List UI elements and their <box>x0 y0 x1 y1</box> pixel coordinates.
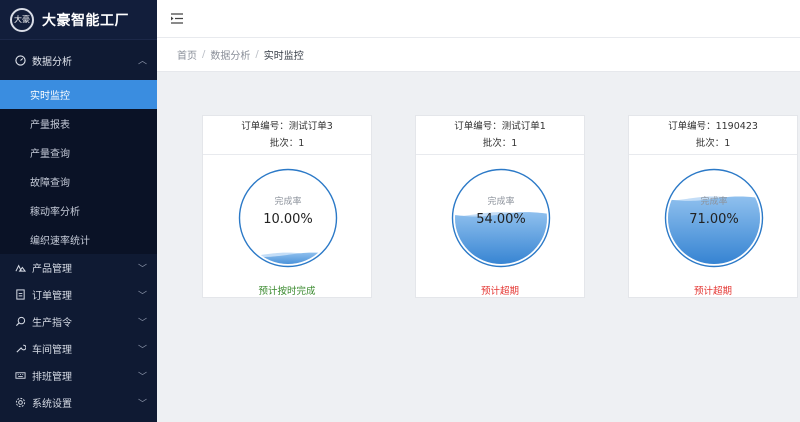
sidebar-group-label: 数据分析 <box>32 56 72 68</box>
gauge-label: 完成率 <box>700 195 727 207</box>
sidebar-group-label: 系统设置 <box>32 399 72 410</box>
breadcrumb: 首页 / 数据分析 / 实时监控 <box>157 38 800 72</box>
search-icon <box>14 316 26 328</box>
completion-gauge: 完成率 10.00% <box>237 167 339 269</box>
card-header: 订单编号：测试订单1 批次：1 <box>416 116 584 155</box>
gauge-ring <box>451 168 551 268</box>
keyboard-icon <box>14 370 26 382</box>
sidebar: 大豪 大豪智能工厂 数据分析 ︿ 实时监控 产量报表 产量查询 故障查询 稼动率… <box>0 0 157 422</box>
gauge-value: 71.00% <box>689 212 739 227</box>
sidebar-group-label: 排班管理 <box>32 372 72 383</box>
card-header: 订单编号：测试订单3 批次：1 <box>203 116 371 155</box>
completion-gauge: 完成率 54.00% <box>450 167 552 269</box>
submenu-data-analysis: 实时监控 产量报表 产量查询 故障查询 稼动率分析 编织速率统计 <box>0 80 157 254</box>
sidebar-item-label: 故障查询 <box>30 178 70 189</box>
order-card: 订单编号：测试订单3 批次：1 完成率 10.00% 预计按时完成 <box>202 115 372 298</box>
chevron-up-icon: ︿ <box>137 56 147 67</box>
chevron-down-icon: ﹀ <box>137 399 147 409</box>
order-number: 订单编号：测试订单1 <box>454 121 546 132</box>
gauge-svg: 完成率 10.00% <box>238 168 338 268</box>
sidebar-item-output-query[interactable]: 产量查询 <box>0 138 157 167</box>
main-content: 订单编号：测试订单3 批次：1 完成率 10.00% 预计按时完成 订单编号：测试… <box>157 72 800 422</box>
card-header: 订单编号：1190423 批次：1 <box>629 116 797 155</box>
batch-number: 批次：1 <box>269 138 305 149</box>
sidebar-group-label: 产品管理 <box>32 264 72 275</box>
gauge-label: 完成率 <box>274 195 301 207</box>
status-text: 预计按时完成 <box>258 286 316 297</box>
sidebar-item-fault-query[interactable]: 故障查询 <box>0 167 157 196</box>
sidebar-group-order[interactable]: 订单管理 ﹀ <box>0 281 157 308</box>
breadcrumb-section[interactable]: 数据分析 <box>210 51 251 62</box>
breadcrumb-home[interactable]: 首页 <box>177 51 197 62</box>
completion-gauge: 完成率 71.00% <box>663 167 765 269</box>
chevron-down-icon: ﹀ <box>137 264 147 274</box>
order-icon <box>14 289 26 301</box>
chevron-down-icon: ﹀ <box>137 318 147 328</box>
sidebar-group-label: 订单管理 <box>32 291 72 302</box>
breadcrumb-current: 实时监控 <box>263 51 304 62</box>
breadcrumb-separator: / <box>202 49 206 60</box>
sidebar-group-label: 车间管理 <box>32 345 72 356</box>
sidebar-item-knit-speed-stats[interactable]: 编织速率统计 <box>0 225 157 254</box>
sidebar-group-settings[interactable]: 系统设置 ﹀ <box>0 389 157 416</box>
status-text: 预计超期 <box>693 286 732 297</box>
gauge-icon <box>14 54 26 66</box>
sidebar-item-utilization-analysis[interactable]: 稼动率分析 <box>0 196 157 225</box>
sidebar-group-workshop[interactable]: 车间管理 ﹀ <box>0 335 157 362</box>
gauge-label: 完成率 <box>487 195 514 207</box>
gauge-wave-fill <box>668 196 760 264</box>
menu-toggle-icon[interactable] <box>171 13 183 24</box>
order-card: 订单编号：1190423 批次：1 完成率 71.00% 预计超期 <box>628 115 798 298</box>
chevron-down-icon: ﹀ <box>137 345 147 355</box>
sidebar-item-label: 产量查询 <box>30 149 70 160</box>
sidebar-item-output-report[interactable]: 产量报表 <box>0 109 157 138</box>
order-number: 订单编号：测试订单3 <box>241 121 333 132</box>
wrench-icon <box>14 343 26 355</box>
gauge-ring <box>664 168 764 268</box>
gear-icon <box>14 397 26 409</box>
breadcrumb-separator: / <box>255 49 259 60</box>
gauge-svg: 完成率 54.00% <box>451 168 551 268</box>
status-text: 预计超期 <box>480 286 519 297</box>
sidebar-item-realtime-monitor[interactable]: 实时监控 <box>0 80 157 109</box>
sidebar-item-label: 实时监控 <box>30 91 70 102</box>
chevron-down-icon: ﹀ <box>137 291 147 301</box>
sidebar-group-data-analysis[interactable]: 数据分析 ︿ <box>0 40 157 80</box>
sidebar-group-production-order[interactable]: 生产指令 ﹀ <box>0 308 157 335</box>
sidebar-group-label: 生产指令 <box>32 318 72 329</box>
chevron-down-icon: ﹀ <box>137 372 147 382</box>
product-icon <box>14 262 26 274</box>
batch-number: 批次：1 <box>482 138 518 149</box>
top-bar <box>157 0 800 38</box>
gauge-ring <box>238 168 338 268</box>
sidebar-item-label: 稼动率分析 <box>30 207 80 218</box>
gauge-value: 54.00% <box>476 212 526 227</box>
sidebar-group-product[interactable]: 产品管理 ﹀ <box>0 254 157 281</box>
batch-number: 批次：1 <box>695 138 731 149</box>
logo-icon: 大豪 <box>10 7 34 32</box>
gauge-svg: 完成率 71.00% <box>664 168 764 268</box>
sidebar-item-label: 产量报表 <box>30 120 70 131</box>
sidebar-item-label: 编织速率统计 <box>30 236 90 247</box>
gauge-value: 10.00% <box>263 212 313 227</box>
app-logo[interactable]: 大豪 大豪智能工厂 <box>0 0 157 40</box>
gauge-wave-fill <box>455 212 547 264</box>
order-number: 订单编号：1190423 <box>668 121 758 132</box>
sidebar-group-scheduling[interactable]: 排班管理 ﹀ <box>0 362 157 389</box>
app-title: 大豪智能工厂 <box>42 12 129 29</box>
order-card: 订单编号：测试订单1 批次：1 完成率 54.00% 预计超期 <box>415 115 585 298</box>
